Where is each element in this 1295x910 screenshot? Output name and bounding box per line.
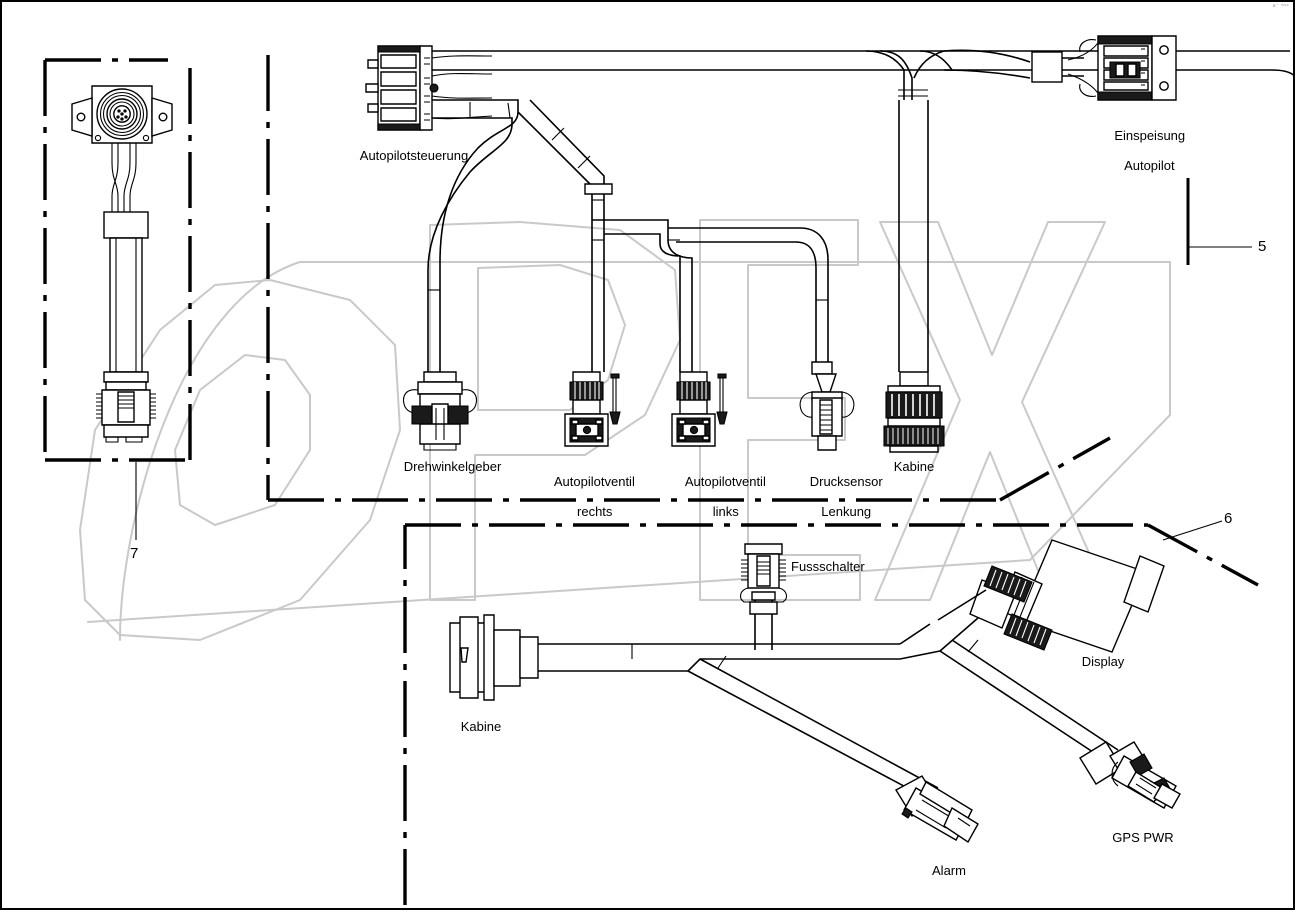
section-7-boundary	[43, 58, 192, 462]
label-drehwinkelgeber: Drehwinkelgeber	[403, 459, 502, 474]
label-einspeisung-line2: Autopilot	[1124, 157, 1175, 173]
component-round-connector-assembly	[71, 85, 173, 443]
label-kabine-lower: Kabine	[460, 719, 502, 734]
component-gps-pwr-connector	[1079, 741, 1181, 809]
component-drucksensor-lenkung-connector	[799, 373, 855, 451]
harness-y-split	[879, 50, 945, 372]
harness-branch-diagonal	[517, 99, 613, 372]
harness-lower-trunk	[538, 623, 1119, 801]
section-6-boundary	[403, 523, 1259, 905]
component-einspeisung-autopilot-connector	[1079, 35, 1177, 101]
callout-number-7: 7	[130, 545, 139, 562]
label-autopilotventil-links: Autopilotventil links	[656, 460, 781, 535]
label-ventil-links-line2: links	[712, 503, 739, 519]
component-autopilotsteuerung-connector	[365, 45, 493, 131]
label-gps-pwr: GPS PWR	[1112, 830, 1174, 845]
label-kabine-upper: Kabine	[893, 459, 935, 474]
label-ventil-rechts-line2: rechts	[577, 503, 613, 519]
callout-number-5: 5	[1258, 238, 1267, 255]
label-display: Display	[1081, 654, 1125, 669]
callout-number-6: 6	[1224, 510, 1233, 527]
harness-branch-drucksensor	[668, 227, 833, 375]
component-kabine-lower-connector	[449, 614, 539, 701]
label-autopilotventil-rechts: Autopilotventil rechts	[525, 460, 650, 535]
label-drucksensor-lenkung: Drucksensor Lenkung	[786, 460, 892, 535]
component-drehwinkelgeber-connector	[402, 371, 478, 451]
component-kabine-upper-connector	[883, 371, 945, 453]
label-ventil-rechts-line1: Autopilotventil	[553, 473, 635, 489]
harness-einspeisung-branch	[943, 39, 1101, 97]
harness-branch-drehwinkelgeber	[427, 99, 519, 372]
label-autopilotsteuerung: Autopilotsteuerung	[359, 148, 469, 163]
component-autopilotventil-links-connector	[671, 371, 728, 447]
label-ventil-links-line1: Autopilotventil	[684, 473, 766, 489]
label-fussschalter: Fussschalter	[791, 559, 865, 574]
component-autopilotventil-rechts-connector	[564, 371, 621, 447]
callout-leaders	[135, 178, 1252, 541]
component-alarm-connector	[895, 775, 979, 844]
label-alarm: Alarm	[932, 863, 966, 878]
component-fussschalter-connector	[739, 543, 788, 615]
component-display-connector	[937, 539, 1165, 653]
label-drucksensor-line2: Lenkung	[821, 503, 872, 519]
label-einspeisung-autopilot: Einspeisung Autopilot	[1080, 114, 1205, 189]
label-einspeisung-line1: Einspeisung	[1114, 127, 1186, 143]
section-5-boundary	[266, 55, 1111, 502]
corner-mark: a⁻ ᵐᵃᵃ	[1272, 3, 1289, 9]
harness-branch-ventil-links	[592, 219, 693, 372]
label-drucksensor-line1: Drucksensor	[809, 473, 883, 489]
